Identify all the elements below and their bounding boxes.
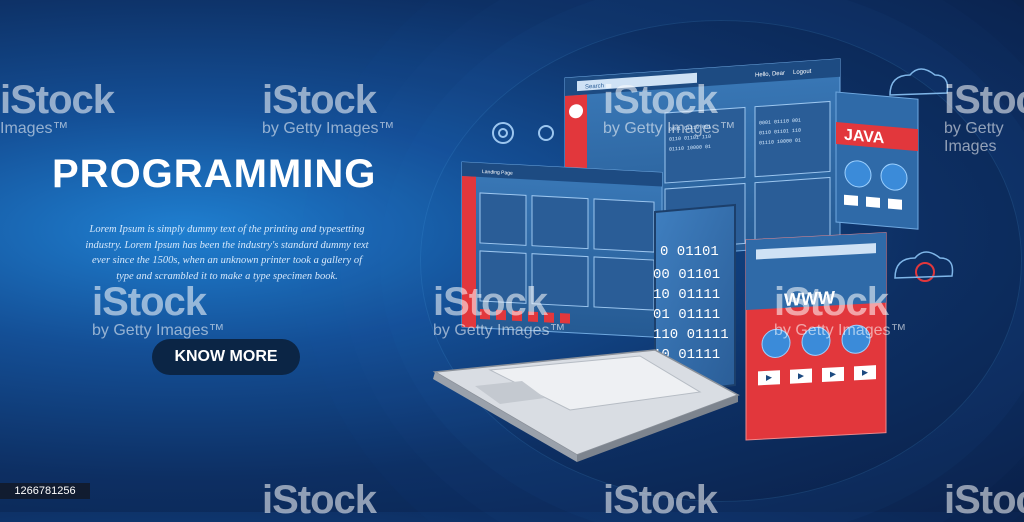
background-rings [420, 20, 1022, 502]
globe-icon [801, 326, 831, 356]
globe-icon [841, 324, 871, 354]
globe-icon [844, 160, 872, 188]
cloud-icons [889, 68, 954, 279]
www-label: WWW [784, 287, 835, 310]
svg-text:01 01111: 01 01111 [653, 307, 720, 323]
avatar-icon [569, 104, 583, 119]
stock-id-badge: 1266781256 [0, 483, 90, 499]
panel-landing-label: Landing Page [482, 169, 513, 177]
svg-text:0001 01110 001: 0001 01110 001 [759, 118, 801, 127]
panel-search-label: Search [585, 83, 604, 90]
panel-user-label: Hello, Dear [755, 71, 785, 79]
svg-text:01110 10000 01: 01110 10000 01 [759, 138, 801, 147]
gear-icons [492, 122, 935, 282]
watermark: iStock [603, 478, 718, 522]
svg-text:01110 10000 01: 01110 10000 01 [669, 144, 711, 153]
svg-text:0 01101: 0 01101 [660, 244, 719, 260]
globe-icon [880, 163, 908, 191]
watermark: iStock [944, 478, 1024, 522]
panel-logout-label: Logout [793, 69, 812, 76]
svg-text:0001 01110 001: 0001 01110 001 [669, 124, 711, 133]
know-more-button[interactable]: KNOW MORE [152, 339, 300, 375]
laptop: 0 01101 00 01101 10 01111 01 01111 110 0… [432, 203, 740, 462]
page-title: PROGRAMMING [52, 152, 377, 196]
hero-description: Lorem Ipsum is simply dummy text of the … [85, 224, 369, 282]
java-label: JAVA [844, 126, 885, 148]
svg-text:00 01101: 00 01101 [653, 267, 720, 283]
watermark: iStock [262, 478, 377, 522]
laptop-code: 0 01101 00 01101 10 01111 01 01111 110 0… [653, 244, 729, 363]
www-panel: WWW [745, 232, 887, 441]
front-dashboard-panel: Landing Page [461, 161, 663, 339]
svg-text:0110 01101 110: 0110 01101 110 [759, 128, 801, 137]
svg-text:10 01111: 10 01111 [653, 287, 720, 303]
svg-text:110 01111: 110 01111 [653, 327, 729, 343]
svg-text:0110 01101 110: 0110 01101 110 [669, 134, 711, 143]
java-panel: JAVA [835, 91, 919, 230]
globe-icon [761, 328, 791, 358]
